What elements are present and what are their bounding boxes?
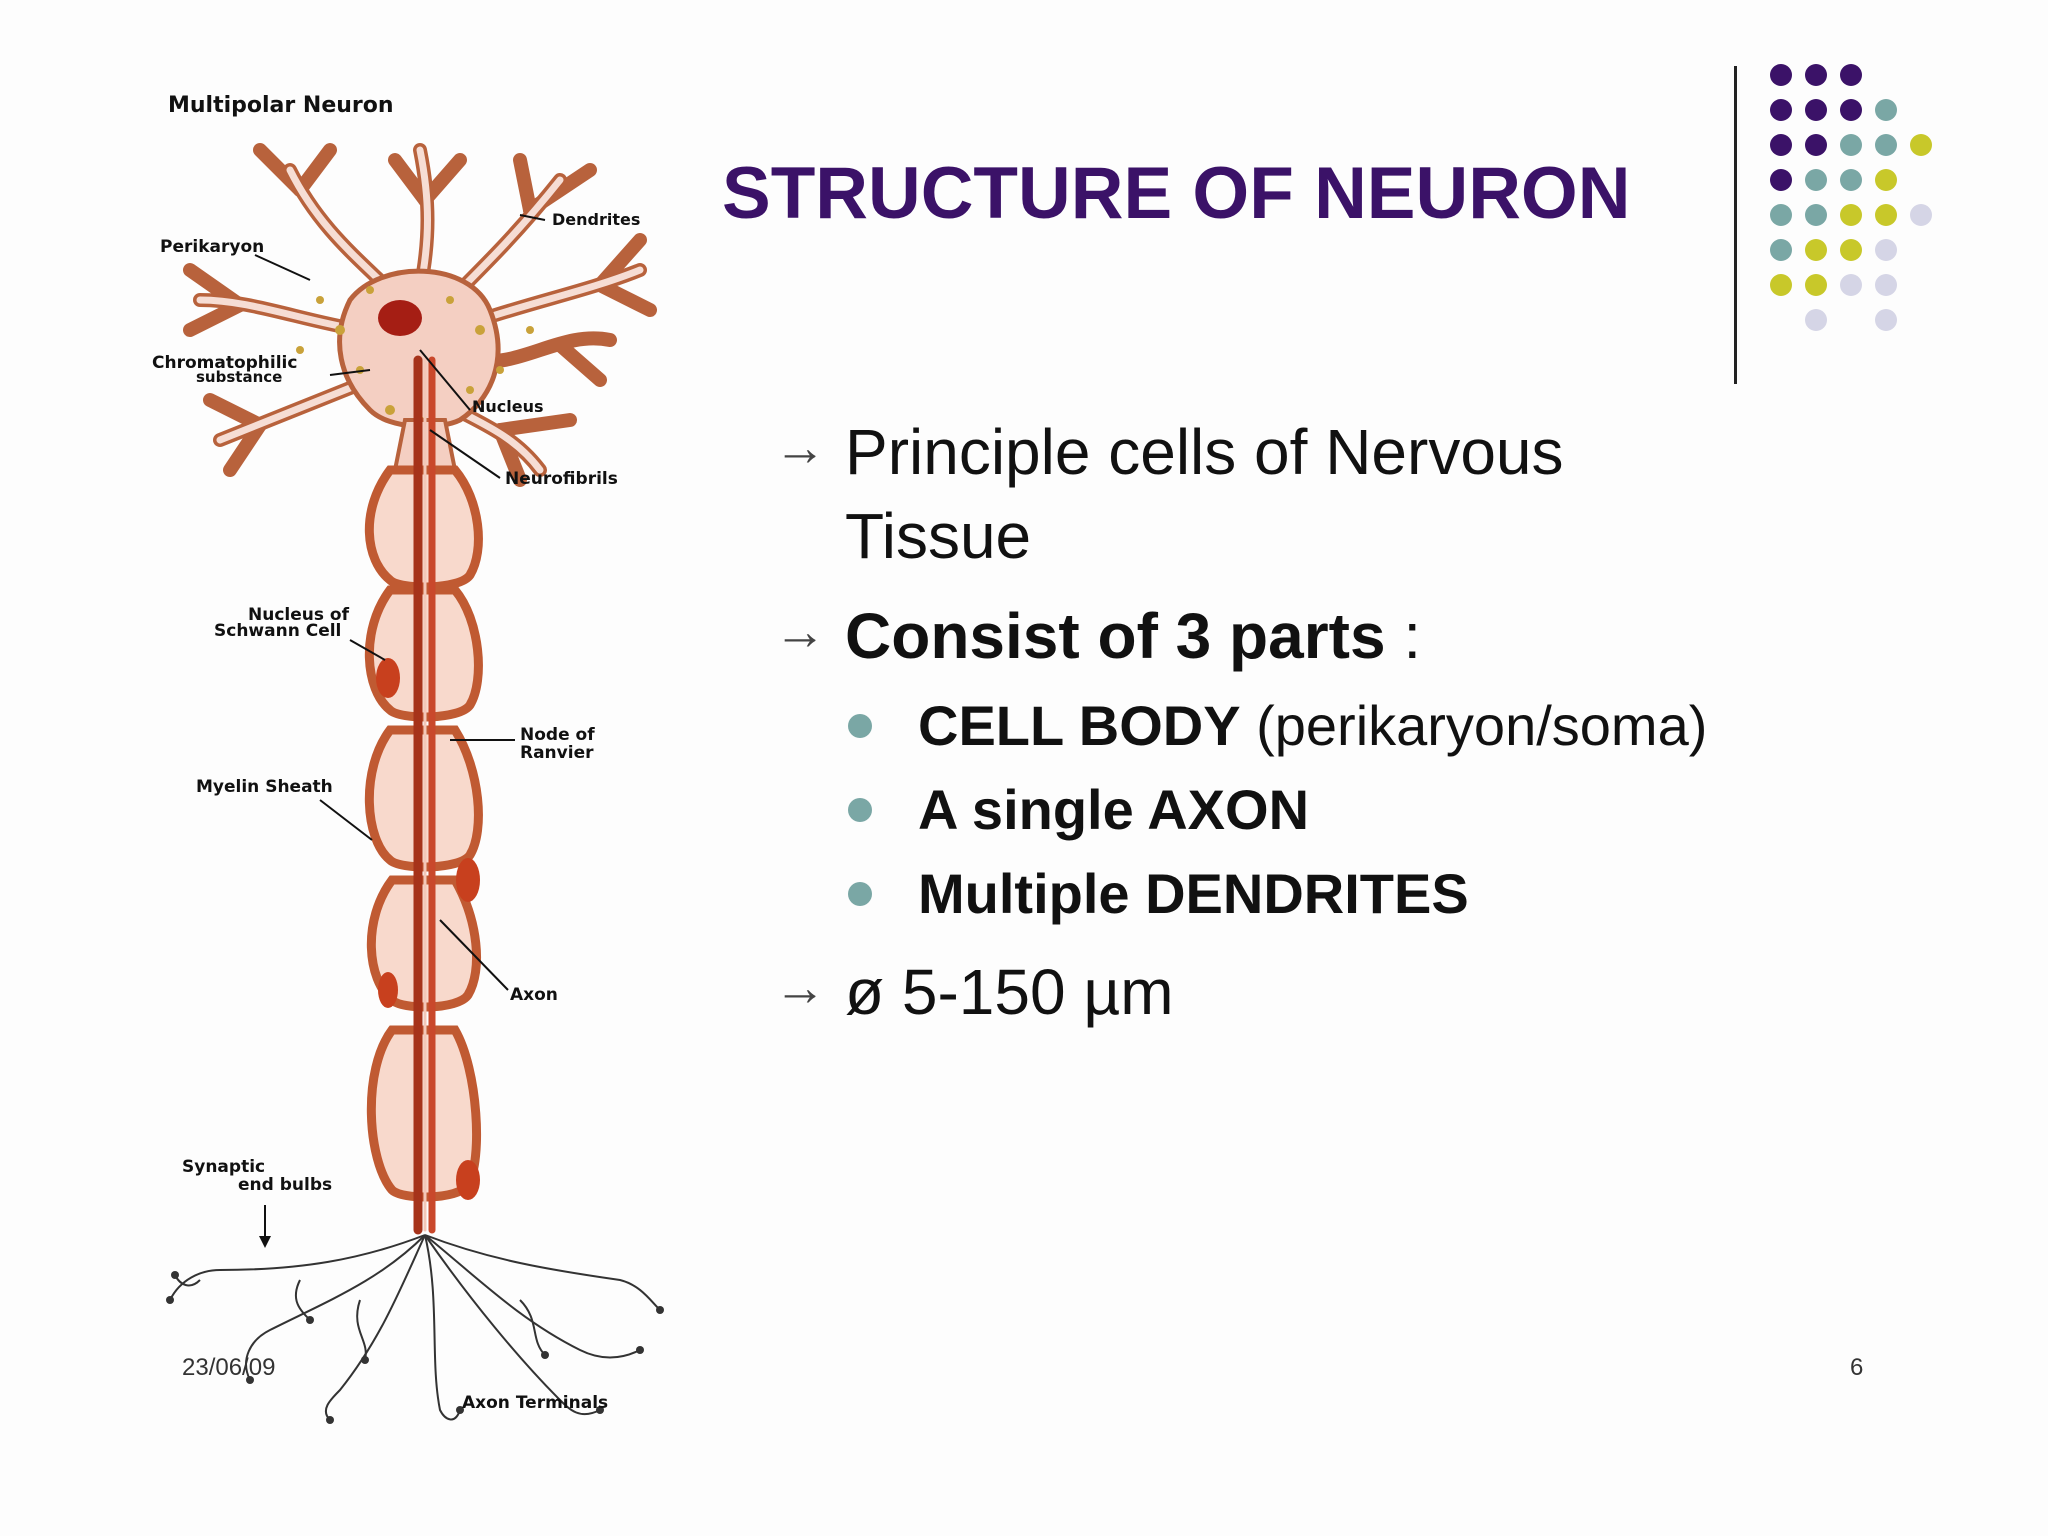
sub-bullet-dendrites-text: Multiple DENDRITES <box>918 862 1469 925</box>
decorative-dot <box>1770 169 1792 191</box>
decorative-dot <box>1805 64 1827 86</box>
cell-body <box>337 268 501 429</box>
decorative-dot <box>1805 99 1827 121</box>
decorative-dot <box>1840 274 1862 296</box>
bullet-diameter: ø 5-150 µm <box>845 950 1174 1034</box>
bullet-consist-parts-tail: : <box>1385 600 1422 672</box>
bullet-consist-parts-bold: Consist of 3 parts <box>845 600 1386 672</box>
decorative-dot <box>1875 274 1897 296</box>
decorative-dot <box>1805 274 1827 296</box>
label-axon-terminals: Axon Terminals <box>462 1393 608 1413</box>
bullet-consist-parts: Consist of 3 parts : <box>845 594 1421 678</box>
decorative-dot <box>1770 134 1792 156</box>
label-neurofibrils: Neurofibrils <box>505 469 618 489</box>
label-axon: Axon <box>510 985 558 1005</box>
nucleus <box>378 300 422 336</box>
bullet-principle-cells: Principle cells of Nervous Tissue <box>845 410 1564 578</box>
axon <box>413 355 436 1235</box>
decorative-dot <box>1840 134 1862 156</box>
decorative-dot <box>1770 99 1792 121</box>
decorative-dot <box>1875 169 1897 191</box>
neuron-diagram: Multipolar Neuron Dendrites Perikaryon C… <box>152 93 664 1424</box>
label-ranvier-1: Node of <box>520 725 595 745</box>
decorative-dot <box>1770 274 1792 296</box>
bullet-principle-cells-line1: Principle cells of Nervous <box>845 416 1564 488</box>
decorative-dot <box>1840 169 1862 191</box>
decorative-dot <box>1875 99 1897 121</box>
decorative-dot <box>1840 239 1862 261</box>
label-chromatophilic-1: Chromatophilic <box>152 353 297 373</box>
sub-bullet-axon-text: A single AXON <box>918 778 1310 841</box>
sub-bullet-dendrites: Multiple DENDRITES <box>918 861 1469 926</box>
arrow-icon: → <box>774 419 826 477</box>
decorative-dot <box>1840 99 1862 121</box>
decorative-dot <box>1805 169 1827 191</box>
label-dendrites: Dendrites <box>552 210 640 229</box>
label-myelin: Myelin Sheath <box>196 777 333 797</box>
sub-bullet-cell-body: CELL BODY (perikaryon/soma) <box>918 693 1707 758</box>
title-divider <box>1734 66 1737 384</box>
label-schwann-2: Schwann Cell <box>214 621 341 641</box>
decorative-dot <box>1875 204 1897 226</box>
label-synaptic-1: Synaptic <box>182 1157 265 1177</box>
schwann-nuclei <box>376 658 480 1200</box>
decorative-dot <box>1875 309 1897 331</box>
slide-title: STRUCTURE OF NEURON <box>722 153 1631 234</box>
bullet-diameter-text: ø 5-150 µm <box>845 956 1174 1028</box>
decorative-dot <box>1910 134 1932 156</box>
axon-terminals <box>169 1234 661 1421</box>
arrow-icon: → <box>774 959 826 1017</box>
label-ranvier-2: Ranvier <box>520 743 594 763</box>
decorative-dot <box>1770 64 1792 86</box>
bullet-dot-icon <box>848 882 872 906</box>
synaptic-end-bulbs <box>166 1271 664 1424</box>
decorative-dot-grid <box>1770 64 1950 354</box>
sub-bullet-axon: A single AXON <box>918 777 1309 842</box>
label-perikaryon: Perikaryon <box>160 237 264 257</box>
decorative-dot <box>1805 239 1827 261</box>
label-synaptic-2: end bulbs <box>238 1175 332 1195</box>
decorative-dot <box>1875 134 1897 156</box>
arrow-icon: → <box>774 603 826 661</box>
sub-bullet-cell-body-tail: (perikaryon/soma) <box>1240 694 1708 757</box>
leader-lines <box>254 214 546 1240</box>
decorative-dot <box>1805 134 1827 156</box>
decorative-dot <box>1805 204 1827 226</box>
label-chromatophilic-2: substance <box>196 368 282 386</box>
decorative-dot <box>1770 239 1792 261</box>
label-schwann-1: Nucleus of <box>248 605 350 625</box>
slide-page-number: 6 <box>1850 1354 1864 1381</box>
decorative-dot <box>1840 204 1862 226</box>
decorative-dot <box>1770 204 1792 226</box>
decorative-dot <box>1875 239 1897 261</box>
bullet-dot-icon <box>848 798 872 822</box>
decorative-dot <box>1910 204 1932 226</box>
sub-bullet-cell-body-bold: CELL BODY <box>918 694 1241 757</box>
bullet-dot-icon <box>848 714 872 738</box>
label-nucleus: Nucleus <box>472 397 544 416</box>
diagram-title: Multipolar Neuron <box>168 93 394 118</box>
decorative-dot <box>1805 309 1827 331</box>
decorative-dot <box>1840 64 1862 86</box>
slide-date: 23/06/09 <box>182 1354 276 1381</box>
bullet-principle-cells-line2: Tissue <box>845 500 1032 572</box>
